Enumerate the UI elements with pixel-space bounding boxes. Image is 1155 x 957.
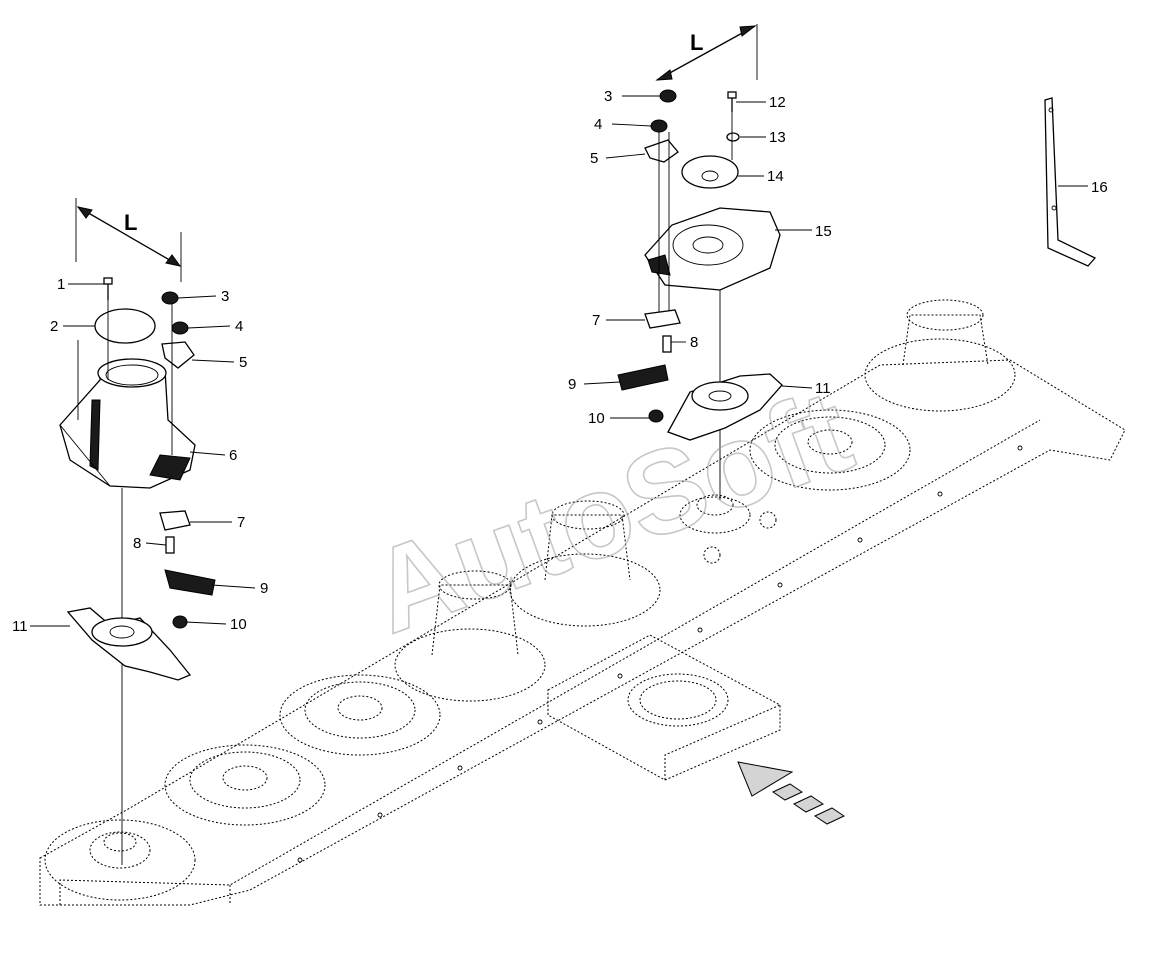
callout-14-right: 14 (767, 168, 784, 185)
dimension-label-left: L (124, 210, 137, 235)
callout-8-right: 8 (690, 334, 698, 351)
callout-3-right: 3 (604, 88, 612, 105)
callout-9-right: 9 (568, 376, 576, 393)
holder-11-left (66, 607, 192, 681)
callout-11-right: 11 (815, 380, 831, 397)
knife-9-left (164, 569, 216, 596)
callout-1-left: 1 (57, 276, 65, 293)
disc-cover-15 (644, 207, 781, 291)
callout-7-right: 7 (592, 312, 600, 329)
nut-4-left (171, 321, 189, 335)
nut-4-right (650, 119, 668, 133)
nut-10-left (172, 615, 188, 629)
drum-housing-6 (59, 358, 196, 489)
callout-11-left: 11 (12, 618, 28, 635)
disc-3 (279, 674, 441, 756)
center-plate (547, 634, 781, 781)
holder-11-right (667, 373, 783, 441)
callout-labels-right: 3 4 5 7 8 9 10 11 12 13 14 15 16 (568, 88, 1108, 427)
callout-labels-left: 1 2 3 4 5 6 7 8 9 10 11 (12, 276, 268, 635)
travel-direction-arrow (737, 761, 846, 825)
watermark-text: AutoSoft (354, 365, 867, 659)
left-exploded-stack (30, 198, 256, 865)
tool-16 (1044, 97, 1097, 267)
callout-4-right: 4 (594, 116, 602, 133)
bracket-5-left (161, 341, 195, 369)
cap-2 (94, 308, 156, 344)
washer-13 (726, 132, 740, 142)
dimension-labels: L L (124, 30, 703, 235)
callout-8-left: 8 (133, 535, 141, 552)
callout-12-right: 12 (769, 94, 786, 111)
bolt-12 (727, 91, 737, 112)
dimension-left (75, 198, 182, 282)
bolt-8-right (662, 335, 672, 353)
dimension-label-right: L (690, 30, 703, 55)
disc-1 (44, 819, 196, 901)
dimension-right (655, 24, 758, 81)
nut-3-right (659, 89, 677, 103)
bracket-5-right (644, 139, 679, 163)
plate-7-right (644, 309, 681, 329)
nut-3-left (161, 291, 179, 305)
callout-15-right: 15 (815, 223, 832, 240)
callout-5-left: 5 (239, 354, 247, 371)
callout-7-left: 7 (237, 514, 245, 531)
disc-2 (164, 744, 326, 826)
nut-10-right (648, 409, 664, 423)
callout-10-left: 10 (230, 616, 247, 633)
plate-7-left (159, 510, 191, 531)
cap-14 (681, 155, 739, 189)
callout-16-right: 16 (1091, 179, 1108, 196)
right-exploded-stack (583, 24, 1097, 500)
disc-4 (749, 409, 911, 491)
drum-2 (509, 500, 661, 627)
callout-4-left: 4 (235, 318, 243, 335)
bolt-8-left (165, 536, 175, 554)
callout-2-left: 2 (50, 318, 58, 335)
bolt-1 (103, 277, 113, 300)
callout-3-left: 3 (221, 288, 229, 305)
callout-5-right: 5 (590, 150, 598, 167)
cutter-bar-assembly (39, 299, 1126, 906)
drum-3 (864, 299, 1016, 412)
bar-holes (297, 445, 1023, 863)
callout-10-right: 10 (588, 410, 605, 427)
callout-9-left: 9 (260, 580, 268, 597)
callout-6-left: 6 (229, 447, 237, 464)
knife-9-right (617, 364, 669, 391)
callout-13-right: 13 (769, 129, 786, 146)
hub-center (679, 494, 777, 564)
